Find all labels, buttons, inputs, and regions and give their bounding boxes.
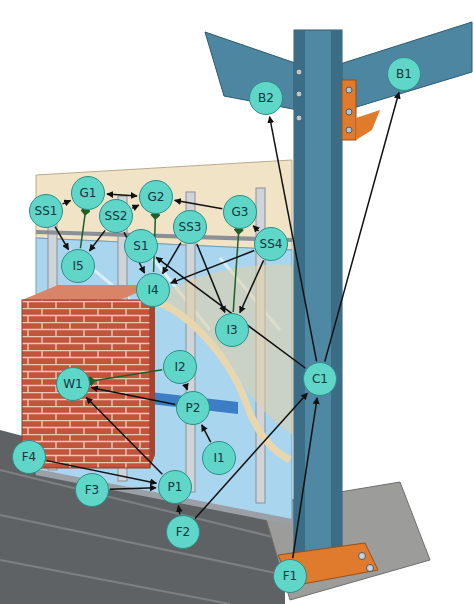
callout-circle: B1 [387, 57, 421, 91]
arrow-connector [185, 384, 187, 390]
arrow-connector [55, 227, 68, 250]
callout-circle: F2 [166, 515, 200, 549]
diamond-leader [91, 370, 162, 381]
callout-circle: SS1 [29, 194, 63, 228]
gusset-plate [356, 110, 380, 140]
callout-label: SS2 [105, 210, 128, 222]
callout-circle: I1 [202, 441, 236, 475]
arrow-connector [89, 230, 105, 251]
brick-side [150, 285, 155, 468]
callout-label: SS1 [35, 205, 58, 217]
callout-label: B2 [258, 92, 274, 104]
callout-circle: C1 [303, 362, 337, 396]
brick-top [22, 285, 155, 300]
callout-circle: SS3 [173, 210, 207, 244]
bolts [296, 69, 352, 133]
insulation-layer [150, 264, 300, 440]
callout-circle: I5 [61, 249, 95, 283]
arrow-connector [240, 260, 264, 312]
callout-label: W1 [63, 378, 83, 390]
callout-circle: SS2 [99, 199, 133, 233]
arrow-connector [171, 251, 255, 284]
arrow-connector [132, 205, 139, 208]
column-flange [331, 30, 342, 560]
callout-circle: SS4 [254, 227, 288, 261]
arrow-connector [195, 393, 307, 518]
callout-circle: P2 [176, 391, 210, 425]
callout-circle: P1 [158, 470, 192, 504]
arrow-connector [110, 488, 156, 490]
arrow-connector [253, 226, 258, 231]
callout-circle: S1 [124, 229, 158, 263]
callout-circle: F3 [75, 473, 109, 507]
callout-label: F3 [85, 484, 100, 496]
callout-circle: F4 [12, 440, 46, 474]
callout-label: P2 [186, 402, 201, 414]
arrow-connector [86, 398, 162, 475]
callout-label: G3 [232, 206, 249, 218]
arrow-connector [92, 388, 176, 405]
arrow-connector [293, 398, 317, 558]
callout-label: B1 [396, 68, 412, 80]
arrow-connector [197, 244, 225, 313]
callout-label: P1 [168, 481, 183, 493]
callout-label: G2 [148, 191, 165, 203]
callout-label: F1 [283, 570, 298, 582]
callout-circle: G2 [139, 180, 173, 214]
callout-label: C1 [312, 373, 328, 385]
callout-label: I4 [147, 284, 158, 296]
arrow-connector [163, 243, 181, 274]
connection-plate [342, 80, 356, 140]
diamond-leader [80, 211, 85, 248]
callout-label: F4 [22, 451, 37, 463]
callout-label: S1 [133, 240, 148, 252]
callout-label: F2 [176, 526, 191, 538]
gypsum-board [36, 160, 292, 250]
arrow-connector [63, 200, 71, 203]
steel-column [294, 30, 342, 560]
callout-circle: G3 [223, 195, 257, 229]
callout-label: I5 [72, 260, 83, 272]
callout-circle: G1 [71, 176, 105, 210]
arrow-connector [107, 194, 137, 196]
callout-circle: I3 [215, 313, 249, 347]
callout-circle: F1 [273, 559, 307, 593]
diamond-leader [233, 230, 239, 312]
callout-circle: I2 [163, 350, 197, 384]
arrow-connector [325, 92, 399, 361]
arrow-connector [202, 425, 211, 442]
arrow-connector [175, 200, 223, 208]
callout-label: I2 [174, 361, 185, 373]
callout-circle: B2 [249, 81, 283, 115]
callout-label: SS3 [179, 221, 202, 233]
callout-circle: I4 [136, 273, 170, 307]
callout-label: I3 [226, 324, 237, 336]
callout-label: SS4 [260, 238, 283, 250]
callout-label: G1 [80, 187, 97, 199]
callout-label: I1 [213, 452, 224, 464]
callout-circle: W1 [56, 367, 90, 401]
steel-beam [340, 22, 472, 112]
arrow-connector [178, 506, 180, 515]
